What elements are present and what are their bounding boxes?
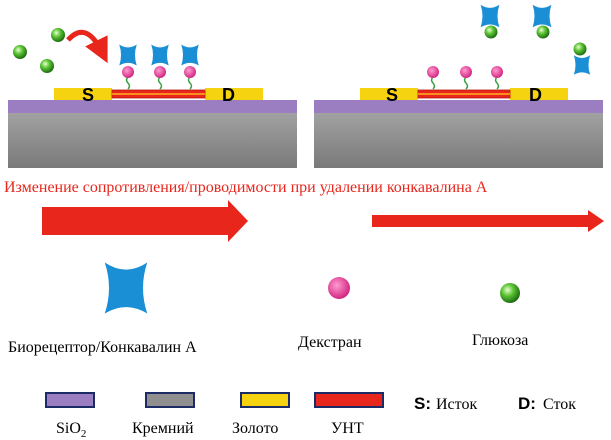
sio2-layer bbox=[8, 100, 297, 113]
receptor-bound-1 bbox=[119, 44, 137, 66]
receptor-free-1 bbox=[480, 4, 500, 28]
cnt-swatch bbox=[314, 392, 384, 408]
dextran-right-1 bbox=[427, 66, 439, 78]
source-key-text: Исток bbox=[436, 396, 477, 413]
gold-electrode-drain bbox=[510, 88, 568, 100]
gold-swatch bbox=[240, 392, 290, 408]
large-arrow bbox=[42, 200, 248, 242]
drain-key-text: Сток bbox=[543, 396, 576, 413]
glucose-complex-2 bbox=[536, 25, 550, 39]
sio2-swatch bbox=[45, 392, 95, 408]
dextran-left-3 bbox=[184, 66, 196, 78]
drain-label: D bbox=[529, 85, 542, 105]
gold-electrode-drain bbox=[205, 88, 263, 100]
dextran-right-3 bbox=[491, 66, 503, 78]
dextran-left-1 bbox=[122, 66, 134, 78]
sio2-legend-label: SiO2 bbox=[56, 420, 86, 440]
small-arrow bbox=[372, 210, 604, 232]
glucose-left-1 bbox=[13, 45, 27, 59]
cnt-legend-label: УНТ bbox=[331, 420, 364, 437]
glucose-left-2 bbox=[40, 59, 54, 73]
silicon-swatch bbox=[145, 392, 195, 408]
receptor-free-3 bbox=[573, 55, 591, 75]
receptor-legend-label: Биорецептор/Конкавалин А bbox=[8, 339, 197, 356]
gold-legend-label: Золото bbox=[232, 420, 278, 437]
source-label: S bbox=[82, 85, 94, 105]
device-right: S D bbox=[314, 4, 603, 168]
gold-electrode-source bbox=[54, 88, 112, 100]
drain-key: D: bbox=[518, 394, 536, 413]
dextran-legend-icon bbox=[328, 277, 350, 299]
device-left: S D bbox=[8, 28, 297, 168]
glucose-complex-1 bbox=[484, 25, 498, 39]
receptor-legend-icon bbox=[104, 262, 148, 314]
glucose-legend-label: Глюкоза bbox=[472, 332, 528, 349]
sio2-layer bbox=[314, 100, 603, 113]
drain-label: D bbox=[222, 85, 235, 105]
source-key: S: bbox=[414, 394, 431, 413]
process-caption: Изменение сопротивления/проводимости при… bbox=[4, 179, 488, 196]
source-label: S bbox=[386, 85, 398, 105]
dextran-legend-label: Декстран bbox=[298, 334, 362, 351]
silicon-legend-label: Кремний bbox=[132, 420, 194, 437]
silicon-substrate bbox=[8, 112, 297, 168]
silicon-substrate bbox=[314, 112, 603, 168]
receptor-bound-2 bbox=[151, 44, 169, 66]
glucose-legend-icon bbox=[500, 283, 520, 303]
gold-electrode-source bbox=[360, 88, 418, 100]
receptor-free-2 bbox=[532, 4, 552, 28]
glucose-left-3 bbox=[51, 28, 65, 42]
dextran-left-2 bbox=[154, 66, 166, 78]
dextran-right-2 bbox=[460, 66, 472, 78]
binding-curved-arrow bbox=[66, 29, 108, 64]
glucose-complex-3 bbox=[573, 42, 587, 56]
receptor-bound-3 bbox=[181, 44, 199, 66]
